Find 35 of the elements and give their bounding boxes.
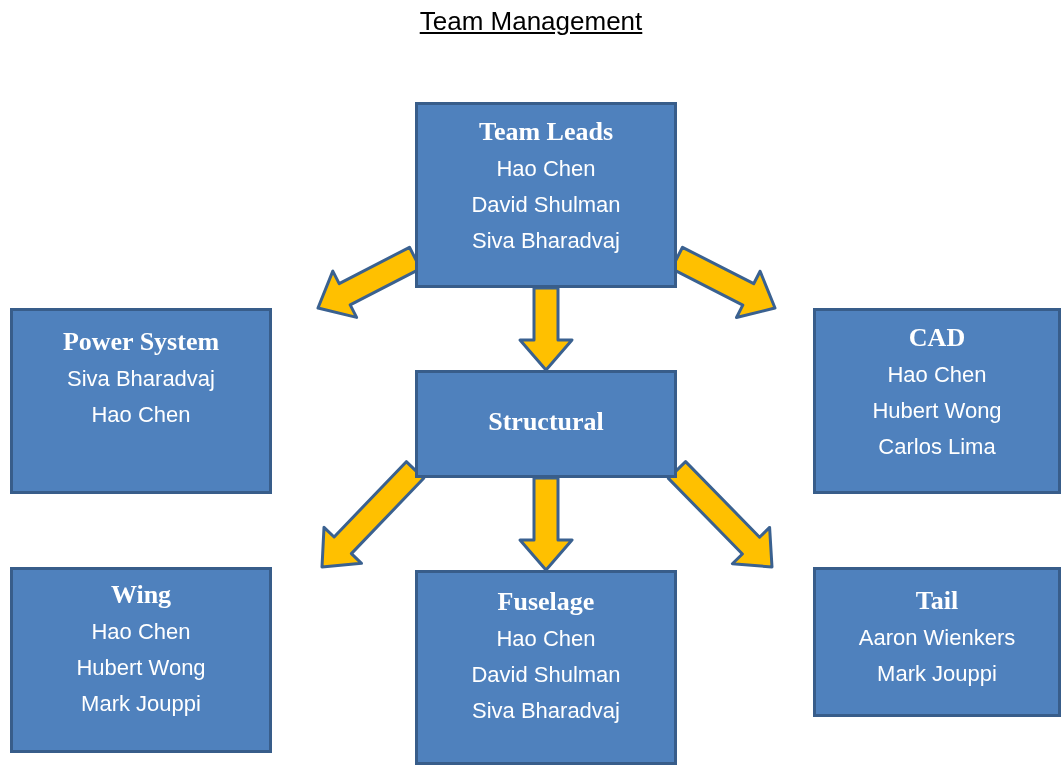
member-name: Hao Chen	[91, 401, 191, 429]
team-box	[10, 308, 272, 494]
member-name: Hao Chen	[496, 625, 596, 653]
team-name: Tail	[915, 586, 959, 616]
team-box	[415, 102, 677, 288]
diagram-title: Team Management	[419, 6, 643, 36]
team-name: Structural	[488, 407, 604, 437]
member-name: David Shulman	[471, 191, 621, 219]
member-name: Hao Chen	[91, 618, 191, 646]
team-box	[10, 567, 272, 753]
team-name: CAD	[908, 323, 966, 353]
block-arrow	[320, 460, 426, 569]
team-box	[415, 370, 677, 478]
member-name: Siva Bharadvaj	[472, 227, 620, 255]
team-box	[813, 567, 1061, 717]
team-box	[415, 570, 677, 765]
block-arrow	[666, 460, 774, 569]
member-name: Carlos Lima	[878, 433, 996, 461]
member-name: Mark Jouppi	[81, 690, 201, 718]
member-name: Siva Bharadvaj	[67, 365, 215, 393]
member-name: Siva Bharadvaj	[472, 697, 620, 725]
block-arrow	[518, 476, 574, 572]
member-name: Mark Jouppi	[877, 660, 997, 688]
member-name: Hubert Wong	[872, 397, 1002, 425]
team-name: Wing	[110, 580, 172, 610]
team-name: Team Leads	[478, 117, 614, 147]
member-name: Hao Chen	[887, 361, 987, 389]
block-arrow	[518, 286, 574, 372]
member-name: Hubert Wong	[76, 654, 206, 682]
team-box	[813, 308, 1061, 494]
team-name: Power System	[62, 327, 220, 357]
member-name: Hao Chen	[496, 155, 596, 183]
member-name: David Shulman	[471, 661, 621, 689]
member-name: Aaron Wienkers	[858, 624, 1016, 652]
team-name: Fuselage	[497, 587, 595, 617]
